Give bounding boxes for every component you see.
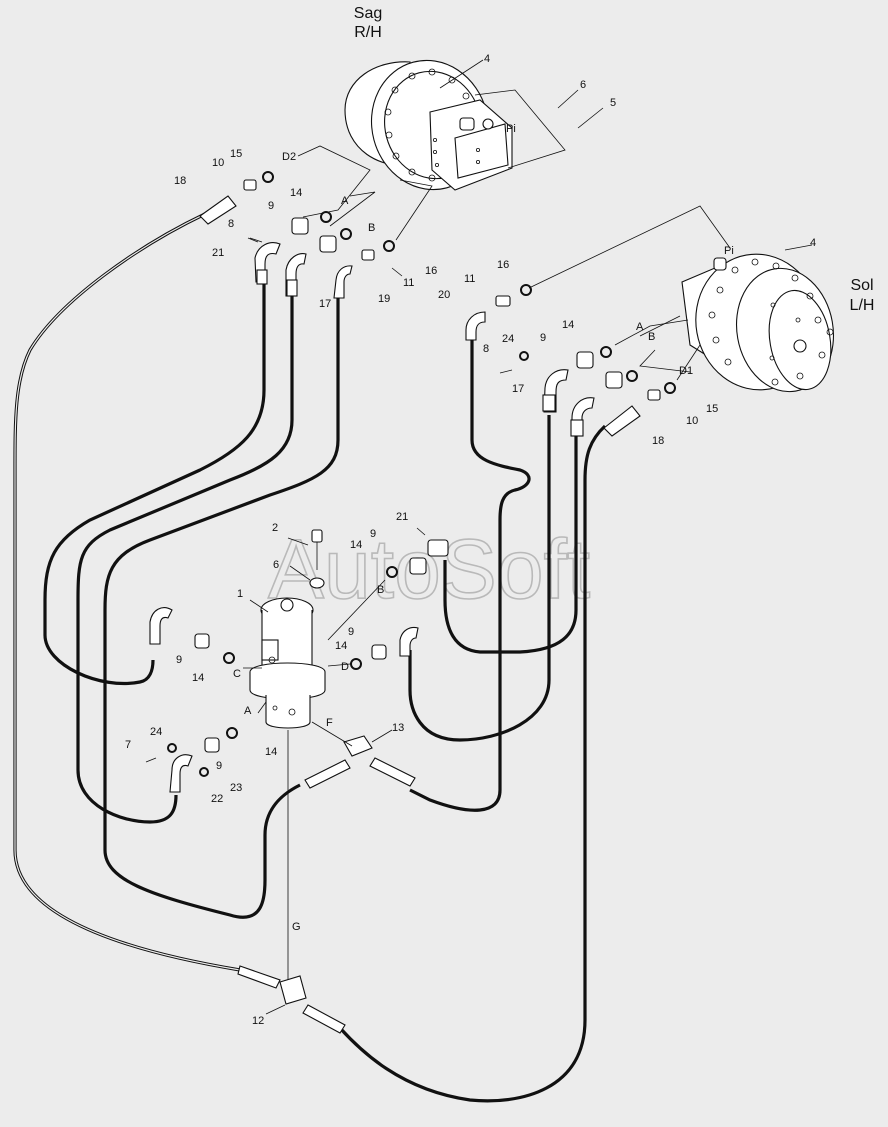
port-a-left: A [636, 321, 644, 333]
part-label-18-right: 18 [174, 175, 186, 187]
port-g: G [292, 921, 301, 933]
part-label-16-right: 16 [425, 265, 437, 277]
port-d-center: D [341, 661, 349, 673]
hoses [13, 212, 607, 1103]
part-label-18-left: 18 [652, 435, 664, 447]
hose-20-left [409, 340, 531, 812]
fittings [145, 171, 676, 1034]
leader-lines [243, 59, 813, 1015]
part-number-labels: 4 6 5 15 10 18 14 9 8 21 16 11 17 19 4 1… [125, 53, 816, 1027]
part-label-2: 2 [272, 522, 278, 534]
part-label-8-left: 8 [483, 343, 489, 355]
hose-17-right [76, 296, 294, 824]
part-label-4-right: 4 [484, 53, 490, 65]
motor-left-title-line2: L/H [850, 297, 875, 314]
part-label-17-right: 17 [319, 298, 331, 310]
part-label-14-center-top: 14 [350, 539, 362, 551]
part-label-12: 12 [252, 1015, 264, 1027]
port-b-center: B [377, 584, 384, 596]
part-label-23: 23 [230, 782, 242, 794]
port-letters: Pi D2 A B Pi A B D1 B D C A F G [233, 123, 734, 933]
hose-17-left [408, 415, 551, 742]
port-b-right: B [368, 222, 375, 234]
part-label-14-center-bottom: 14 [265, 746, 277, 758]
part-label-6-right: 6 [580, 79, 586, 91]
part-label-4-left: 4 [810, 237, 816, 249]
part-label-1: 1 [237, 588, 243, 600]
motor-left-title-line1: Sol [850, 277, 873, 294]
part-label-10-left: 10 [686, 415, 698, 427]
center-swivel-joint [249, 529, 326, 729]
part-label-21-right: 21 [212, 247, 224, 259]
hose-18-left [338, 424, 607, 1103]
part-label-9-right: 9 [268, 200, 274, 212]
motor-right-title-line2: R/H [354, 24, 382, 41]
part-label-9-center-left: 9 [176, 654, 182, 666]
part-label-17-left: 17 [512, 383, 524, 395]
part-label-20: 20 [438, 289, 450, 301]
part-label-10-right: 10 [212, 157, 224, 169]
port-a-right: A [341, 195, 349, 207]
hose-21-left [443, 436, 578, 654]
port-d2: D2 [282, 151, 296, 163]
port-f: F [326, 717, 333, 729]
port-d1: D1 [679, 365, 693, 377]
part-label-14-center-left: 14 [192, 672, 204, 684]
port-c-center: C [233, 668, 241, 680]
part-label-24-center: 24 [150, 726, 162, 738]
part-label-13: 13 [392, 722, 404, 734]
part-label-9-center-right: 9 [348, 626, 354, 638]
part-label-9-left: 9 [540, 332, 546, 344]
motor-right-title-line1: Sag [354, 5, 382, 22]
part-label-15-left: 15 [706, 403, 718, 415]
travel-motor-left [681, 253, 835, 393]
hose-21-right [43, 282, 266, 685]
hose-19-right [103, 298, 340, 919]
port-pi-left: Pi [724, 245, 734, 257]
part-label-9-center-top: 9 [370, 528, 376, 540]
port-pi-right: Pi [506, 123, 516, 135]
port-a-center: A [244, 705, 252, 717]
port-b-left: B [648, 331, 655, 343]
part-label-8-right: 8 [228, 218, 234, 230]
part-label-21-center: 21 [396, 511, 408, 523]
part-label-5: 5 [610, 97, 616, 109]
part-label-14-right: 14 [290, 187, 302, 199]
part-label-15-right: 15 [230, 148, 242, 160]
part-label-7: 7 [125, 739, 131, 751]
part-label-9-center-bottom: 9 [216, 760, 222, 772]
part-label-11-right: 11 [403, 277, 414, 289]
part-label-14-center-right: 14 [335, 640, 347, 652]
part-label-16-left: 16 [497, 259, 509, 271]
travel-motor-right [344, 59, 513, 191]
part-label-11-left: 11 [464, 273, 475, 285]
part-label-19: 19 [378, 293, 390, 305]
part-label-24-left: 24 [502, 333, 514, 345]
part-label-22: 22 [211, 793, 223, 805]
part-label-6-center: 6 [273, 559, 279, 571]
hose-18-right [13, 212, 241, 972]
part-label-14-left: 14 [562, 319, 574, 331]
